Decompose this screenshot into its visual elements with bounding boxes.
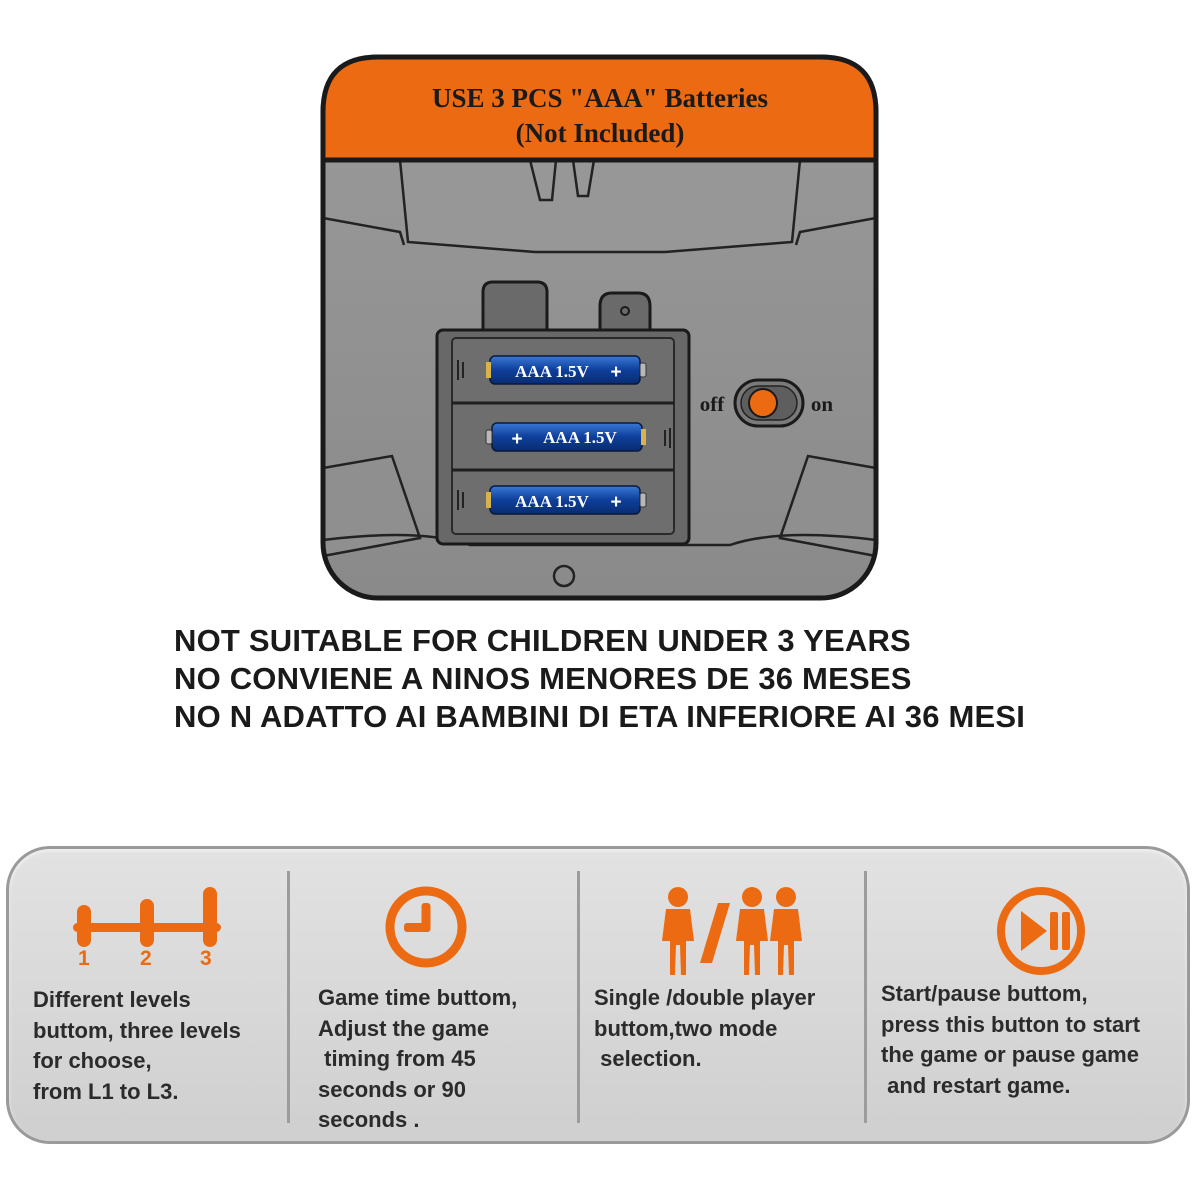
power-switch[interactable]: off on: [700, 378, 834, 428]
feature-start-pause: Start/pause buttom, press this button to…: [867, 849, 1187, 1141]
battery-2-plus: +: [511, 429, 522, 450]
feature-levels-description: Different levels buttom, three levels fo…: [33, 987, 241, 1104]
clock-icon: [385, 886, 467, 968]
battery-compartment-diagram: USE 3 PCS "AAA" Batteries (Not Included)…: [320, 54, 879, 601]
warning-spanish: NO CONVIENE A NINOS MENORES DE 36 MESES: [174, 661, 912, 696]
feature-game-time-description: Game time buttom, Adjust the game timing…: [318, 985, 518, 1132]
panel-divider: [864, 871, 867, 1123]
play-pause-icon: [997, 887, 1085, 975]
feature-player-mode: Single /double player buttom,two mode se…: [580, 849, 864, 1141]
level-number-1: 1: [78, 947, 90, 970]
feature-game-time: Game time buttom, Adjust the game timing…: [290, 849, 577, 1141]
warning-english: NOT SUITABLE FOR CHILDREN UNDER 3 YEARS: [174, 623, 911, 658]
battery-warning-banner: USE 3 PCS "AAA" Batteries (Not Included): [320, 54, 879, 163]
banner-line-2: (Not Included): [516, 118, 685, 148]
level-number-2: 2: [140, 947, 152, 970]
battery-2-label: AAA 1.5V: [543, 428, 617, 447]
warning-italian: NO N ADATTO AI BAMBINI DI ETA INFERIORE …: [174, 699, 1026, 734]
panel-divider: [287, 871, 290, 1123]
panel-divider: [577, 871, 580, 1123]
feature-levels: 1 2 3 Different levels buttom, three lev…: [9, 849, 287, 1141]
switch-off-label: off: [700, 392, 725, 416]
battery-1-label: AAA 1.5V: [515, 362, 589, 381]
battery-1: AAA 1.5V +: [486, 355, 647, 385]
feature-panel: 1 2 3 Different levels buttom, three lev…: [6, 846, 1190, 1144]
level-number-3: 3: [200, 947, 212, 970]
battery-2: + AAA 1.5V: [485, 422, 646, 452]
switch-on-label: on: [811, 392, 834, 416]
power-switch-knob: [748, 388, 778, 418]
battery-3: AAA 1.5V +: [486, 485, 647, 515]
feature-start-pause-description: Start/pause buttom, press this button to…: [881, 981, 1141, 1098]
level-slider-icon: [73, 887, 221, 947]
battery-1-plus: +: [610, 362, 621, 383]
player-mode-icon: [662, 887, 802, 975]
battery-3-plus: +: [610, 492, 621, 513]
banner-line-1: USE 3 PCS "AAA" Batteries: [432, 83, 768, 113]
battery-3-label: AAA 1.5V: [515, 492, 589, 511]
age-warning-block: NOT SUITABLE FOR CHILDREN UNDER 3 YEARS …: [174, 622, 1174, 736]
feature-player-mode-description: Single /double player buttom,two mode se…: [594, 985, 816, 1071]
